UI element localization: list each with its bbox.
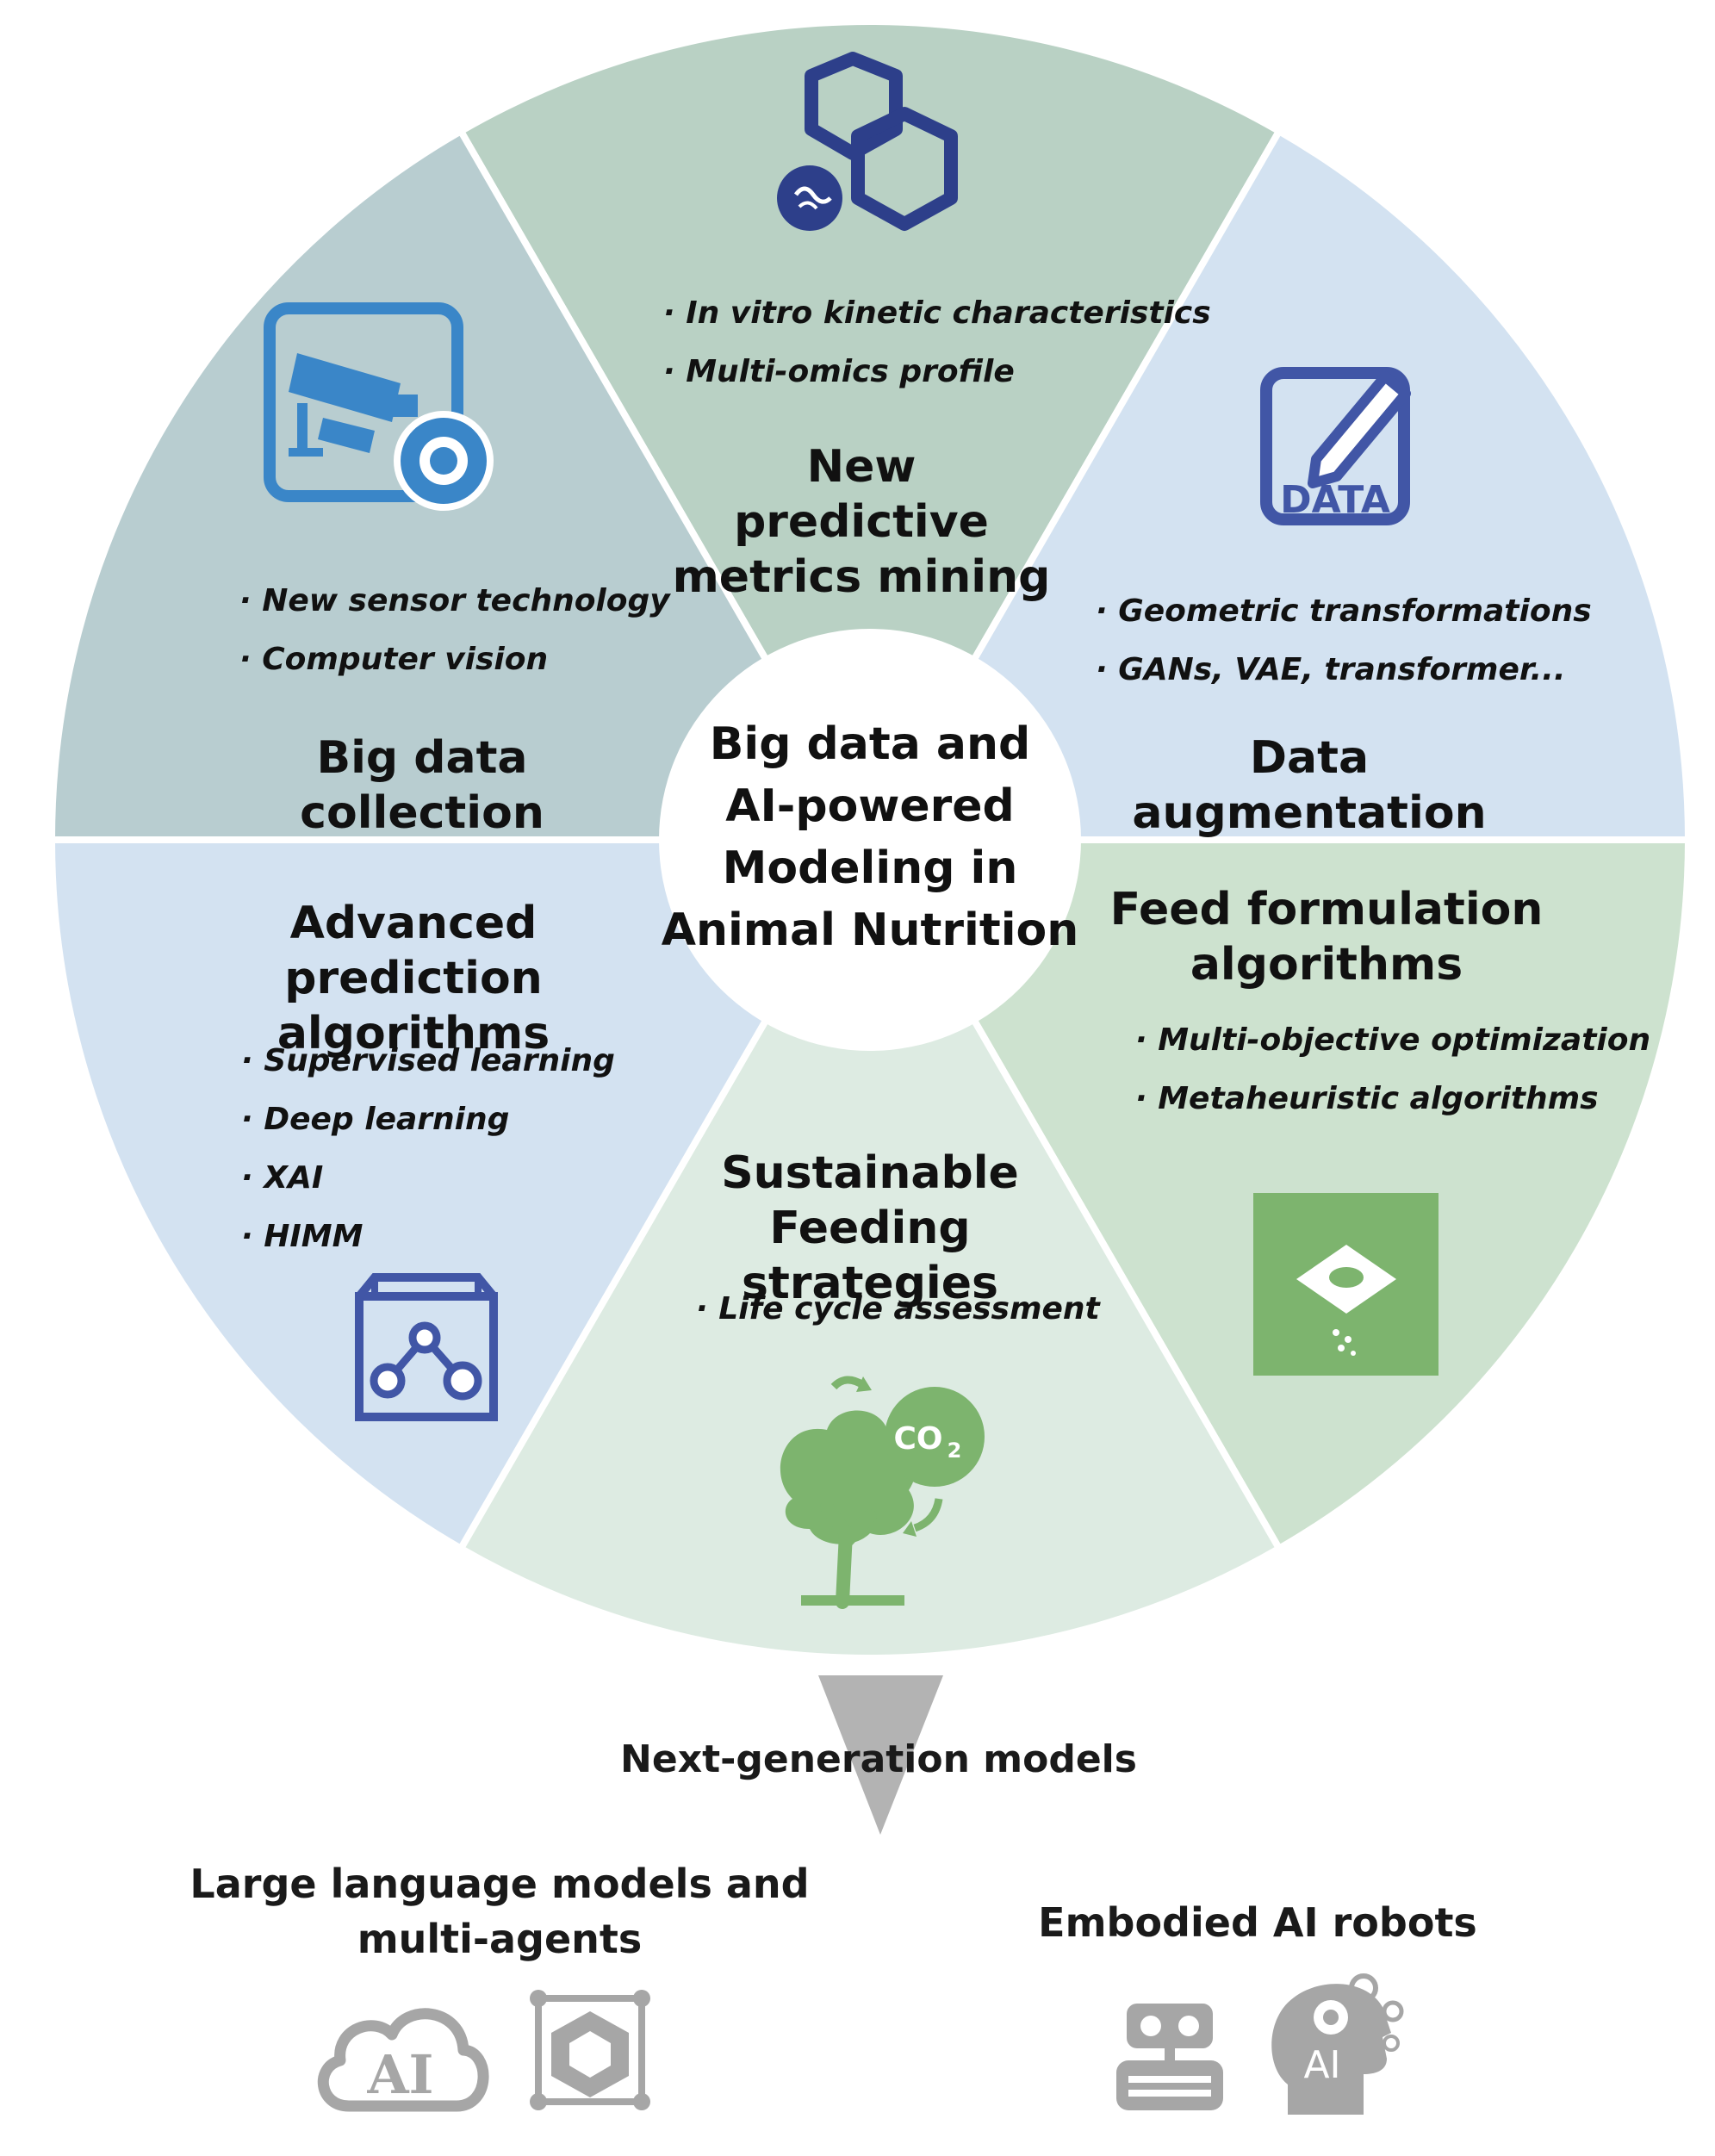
bullet-item: Metaheuristic algorithms: [1135, 1070, 1650, 1128]
embodied-ai-title: Embodied AI robots: [1038, 1899, 1477, 1946]
robot-icon: [1116, 2004, 1223, 2110]
big-data-collection-bullets: New sensor technology Computer vision: [239, 572, 670, 689]
bullet-item: Supervised learning: [241, 1032, 615, 1090]
feed-formulation-bullets: Multi-objective optimization Metaheurist…: [1135, 1011, 1650, 1128]
bullet-item: Life cycle assessment: [696, 1280, 1100, 1339]
llm-multi-agents-title: Large language models and multi-agents: [172, 1856, 827, 1966]
center-title-line: Modeling in: [722, 842, 1018, 894]
box-network-icon: [355, 1273, 498, 1421]
bullet-item: Computer vision: [239, 631, 670, 689]
data-augmentation-title: Data augmentation: [1077, 730, 1542, 841]
center-hub: [659, 629, 1081, 1051]
predictive-metrics-bullets: In vitro kinetic characteristics Multi-o…: [663, 284, 1211, 401]
segment-title-line: algorithms: [1190, 939, 1463, 991]
ai-cloud-icon: AI: [317, 2008, 489, 2112]
segment-title-line: Advanced prediction: [284, 898, 543, 1004]
down-arrow: [818, 1675, 943, 1835]
ai-head-gears-icon: AI: [1271, 1973, 1404, 2115]
feed-scoop-icon: [1253, 1193, 1438, 1376]
bullet-item: Multi-objective optimization: [1135, 1011, 1650, 1070]
tree-co2-icon: CO 2: [780, 1376, 985, 1609]
segment-title-line: Sustainable: [721, 1147, 1019, 1199]
camera-gear-icon: [264, 302, 494, 511]
segment-title-line: Big data collection: [300, 732, 544, 839]
bullet-item: New sensor technology: [239, 572, 670, 631]
ai-head-label: AI: [1303, 2043, 1340, 2087]
cube-network-icon: [530, 1990, 650, 2110]
co2-subscript: 2: [948, 1438, 962, 1463]
ai-cloud-label: AI: [366, 2043, 433, 2106]
center-title: Big data and AI-powered Modeling in Anim…: [655, 713, 1085, 961]
segment-title-line: Feed formulation: [1109, 884, 1544, 935]
center-title-line: Animal Nutrition: [661, 904, 1079, 956]
data-pen-icon: DATA: [1260, 367, 1411, 525]
wedge-sustainable-feeding: [456, 833, 1284, 1662]
bullet-item: HIMM: [241, 1208, 615, 1266]
bullet-item: Multi-omics profile: [663, 343, 1211, 401]
feed-formulation-title: Feed formulation algorithms: [1103, 882, 1550, 992]
center-title-line: AI-powered: [725, 780, 1015, 832]
linked-hexagons-icon: [777, 52, 958, 231]
data-icon-label: DATA: [1280, 478, 1390, 522]
advanced-prediction-bullets: Supervised learning Deep learning XAI HI…: [241, 1032, 615, 1266]
segment-title-line: metrics mining: [672, 551, 1051, 603]
bullet-item: In vitro kinetic characteristics: [663, 284, 1210, 343]
sustainable-feeding-bullets: Life cycle assessment: [696, 1280, 1100, 1339]
bullet-item: XAI: [241, 1149, 615, 1208]
center-title-line: Big data and: [709, 718, 1031, 770]
data-augmentation-bullets: Geometric transformations GANs, VAE, tra…: [1096, 582, 1592, 699]
segment-title-line: Data augmentation: [1132, 732, 1487, 839]
co2-label: CO: [893, 1421, 942, 1457]
next-generation-label: Next-generation models: [620, 1737, 1137, 1781]
bullet-item: Geometric transformations: [1096, 582, 1591, 641]
predictive-metrics-title: New predictive metrics mining: [672, 439, 1051, 605]
llm-title-line: Large language models and: [190, 1861, 810, 1907]
segment-title-line: New predictive: [734, 441, 989, 548]
bullet-item: GANs, VAE, transformer...: [1096, 641, 1592, 699]
big-data-collection-title: Big data collection: [190, 730, 655, 841]
wedge-predictive-metrics: [456, 18, 1284, 847]
llm-title-line: multi-agents: [357, 1916, 643, 1962]
bullet-item: Deep learning: [241, 1090, 615, 1149]
